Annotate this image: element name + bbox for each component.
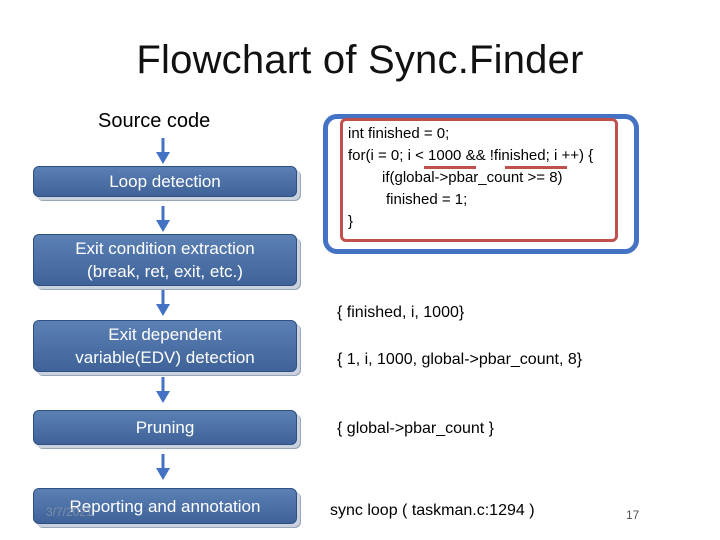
arrow-down-icon: [156, 206, 170, 232]
loop-highlight-box: [340, 118, 618, 242]
page-number: 17: [626, 508, 640, 522]
exit-condition-underline: [505, 166, 567, 169]
step-exit-dependent-variable-detection: Exit dependent variable(EDV) detection: [33, 320, 297, 372]
arrow-down-icon: [156, 454, 170, 480]
step-label-line2: (break, ret, exit, etc.): [87, 262, 243, 281]
step-label: Loop detection: [109, 172, 221, 191]
step-pruning: Pruning: [33, 410, 297, 445]
code-box: [323, 114, 639, 254]
step-label-line1: Exit dependent: [108, 325, 222, 344]
source-code-label: Source code: [98, 110, 211, 132]
step-loop-detection: Loop detection: [33, 166, 297, 197]
slide-date: 3/7/2021: [46, 505, 93, 519]
step-label-line2: variable(EDV) detection: [75, 348, 255, 367]
exit-condition-set: { finished, i, 1000}: [337, 304, 465, 321]
step-label: Reporting and annotation: [69, 496, 261, 516]
code-line: finished = 1;: [386, 191, 468, 208]
code-line: if(global->pbar_count >= 8): [382, 169, 563, 186]
step-label-line1: Exit condition extraction: [75, 239, 255, 258]
arrow-down-icon: [156, 377, 170, 403]
code-line: }: [348, 213, 354, 230]
sync-loop-report: sync loop ( taskman.c:1294 ): [330, 502, 535, 519]
slide-title: Flowchart of Sync.Finder: [136, 38, 584, 82]
edv-set: { 1, i, 1000, global->pbar_count, 8}: [337, 351, 583, 368]
arrow-down-icon: [156, 290, 170, 316]
pruned-set: { global->pbar_count }: [337, 420, 495, 437]
step-reporting-and-annotation: Reporting and annotation: [33, 488, 297, 524]
exit-condition-underline: [424, 166, 476, 169]
code-line: for(i = 0; i < 1000 && !finished; i ++) …: [348, 147, 594, 164]
step-exit-condition-extraction: Exit condition extraction (break, ret, e…: [33, 234, 297, 286]
arrow-down-icon: [156, 138, 170, 164]
code-line: int finished = 0;: [348, 125, 450, 142]
step-label: Pruning: [135, 418, 195, 437]
